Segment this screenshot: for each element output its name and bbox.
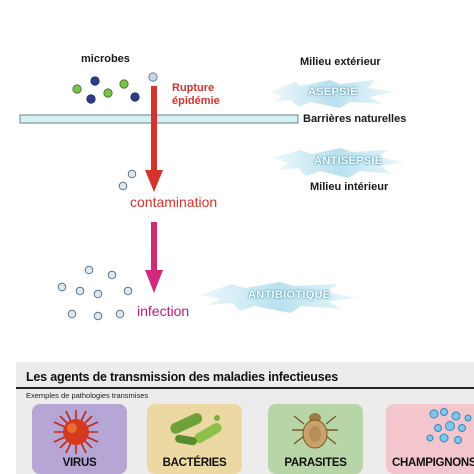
antisepsie-label: ANTISEPSIE bbox=[314, 155, 383, 167]
microbes-cluster bbox=[72, 72, 158, 104]
card-bacteries[interactable]: BACTÉRIES bbox=[147, 404, 242, 474]
infection-arrow bbox=[145, 222, 163, 293]
microbe-dot bbox=[130, 92, 140, 102]
microbe-dot bbox=[72, 84, 82, 94]
microbe-dot bbox=[103, 88, 113, 98]
card-label: PARASITES bbox=[284, 457, 347, 469]
antisepsie-burst bbox=[272, 148, 405, 178]
rupture-label: Rupture épidémie bbox=[172, 82, 220, 108]
agents-title: Les agents de transmission des maladies … bbox=[26, 370, 338, 384]
antibiotique-burst bbox=[200, 282, 358, 313]
virus-icon bbox=[53, 410, 99, 454]
microbe-dot bbox=[90, 76, 100, 86]
card-champignons[interactable]: CHAMPIGNONS bbox=[386, 404, 474, 474]
microbe-dot bbox=[148, 72, 158, 82]
microbe-dot bbox=[119, 79, 129, 89]
barrieres-naturelles-label: Barrières naturelles bbox=[303, 113, 407, 125]
parasite-icon bbox=[292, 413, 338, 449]
agents-divider bbox=[16, 387, 474, 389]
asepsie-burst bbox=[270, 80, 395, 108]
rupture-line-1: Rupture bbox=[172, 82, 215, 94]
contamination-microbes bbox=[118, 169, 137, 191]
card-label: CHAMPIGNONS bbox=[392, 457, 474, 469]
card-label: BACTÉRIES bbox=[162, 457, 227, 469]
card-label: VIRUS bbox=[62, 457, 97, 469]
milieu-exterieur-label: Milieu extérieur bbox=[300, 56, 381, 68]
asepsie-label: ASEPSIE bbox=[308, 86, 358, 98]
bacteria-icon bbox=[170, 413, 222, 446]
card-virus[interactable]: VIRUS bbox=[32, 404, 127, 474]
infection-microbes bbox=[57, 265, 133, 321]
microbes-label: microbes bbox=[81, 53, 130, 65]
fungus-icon bbox=[426, 408, 472, 444]
card-parasites[interactable]: PARASITES bbox=[268, 404, 363, 474]
milieu-interieur-label: Milieu intérieur bbox=[310, 181, 389, 193]
natural-barrier-bar bbox=[19, 114, 299, 124]
contamination-label: contamination bbox=[130, 194, 218, 210]
antibiotique-label: ANTIBIOTIQUE bbox=[248, 289, 331, 301]
contamination-arrow bbox=[145, 86, 163, 192]
microbe-dot bbox=[86, 94, 96, 104]
diagram-canvas bbox=[19, 72, 405, 321]
agents-subtitle: Exemples de pathologies transmises bbox=[26, 391, 149, 400]
infection-label: infection bbox=[137, 303, 190, 319]
rupture-line-2: épidémie bbox=[172, 95, 220, 107]
